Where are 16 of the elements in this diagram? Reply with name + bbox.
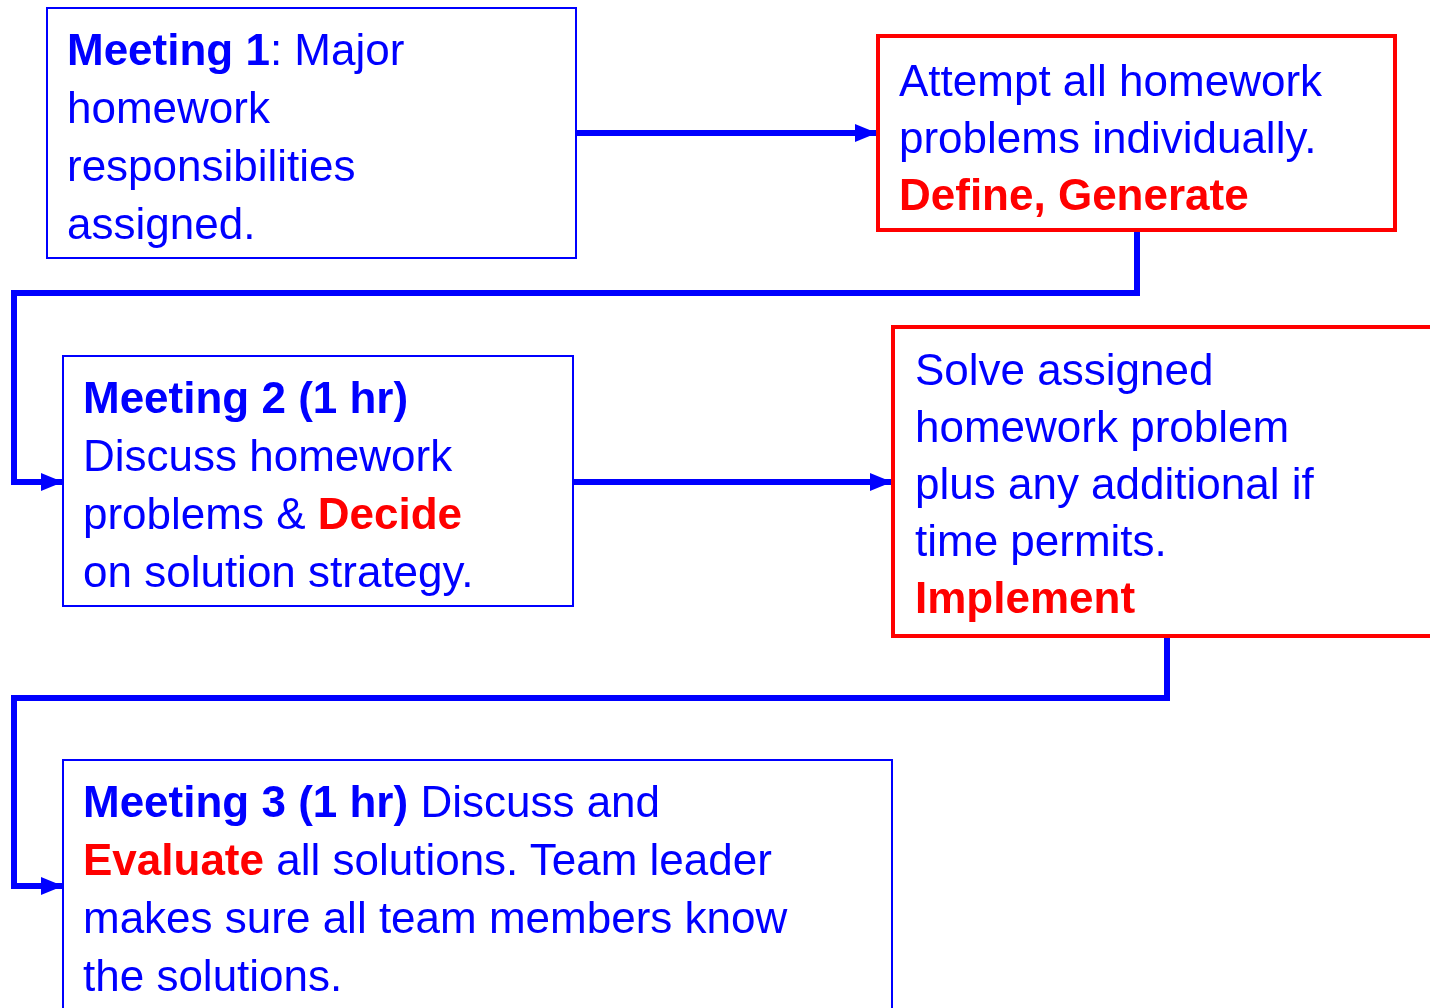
meeting-text: Meeting 2 (1 hr) Discuss homework problems & Decide on solution strategy.: [82, 372, 475, 598]
connector-arrow: [11, 232, 1140, 491]
task-box: [876, 34, 1397, 232]
meeting-text: Meeting 1: Major homework responsibilities assigned.: [66, 24, 406, 250]
connector-arrow: [574, 473, 892, 491]
connector-arrow: [577, 124, 877, 142]
step-label: Implement: [915, 572, 1137, 624]
task-box: [891, 325, 1430, 638]
connector-arrow: [11, 638, 1170, 895]
task-text: Solve assigned homework problem plus any additional if time permits.: [915, 344, 1315, 567]
meeting-text: Meeting 3 (1 hr) Discuss and Evaluate all solutions. Team leader makes sure all team members know the solutions.: [82, 776, 789, 1002]
meeting-box: [62, 759, 893, 1008]
step-label: Define, Generate: [899, 169, 1250, 221]
meeting-box: [46, 7, 577, 259]
task-text: Attempt all homework problems individually.: [899, 55, 1324, 164]
meeting-box: [62, 355, 574, 607]
